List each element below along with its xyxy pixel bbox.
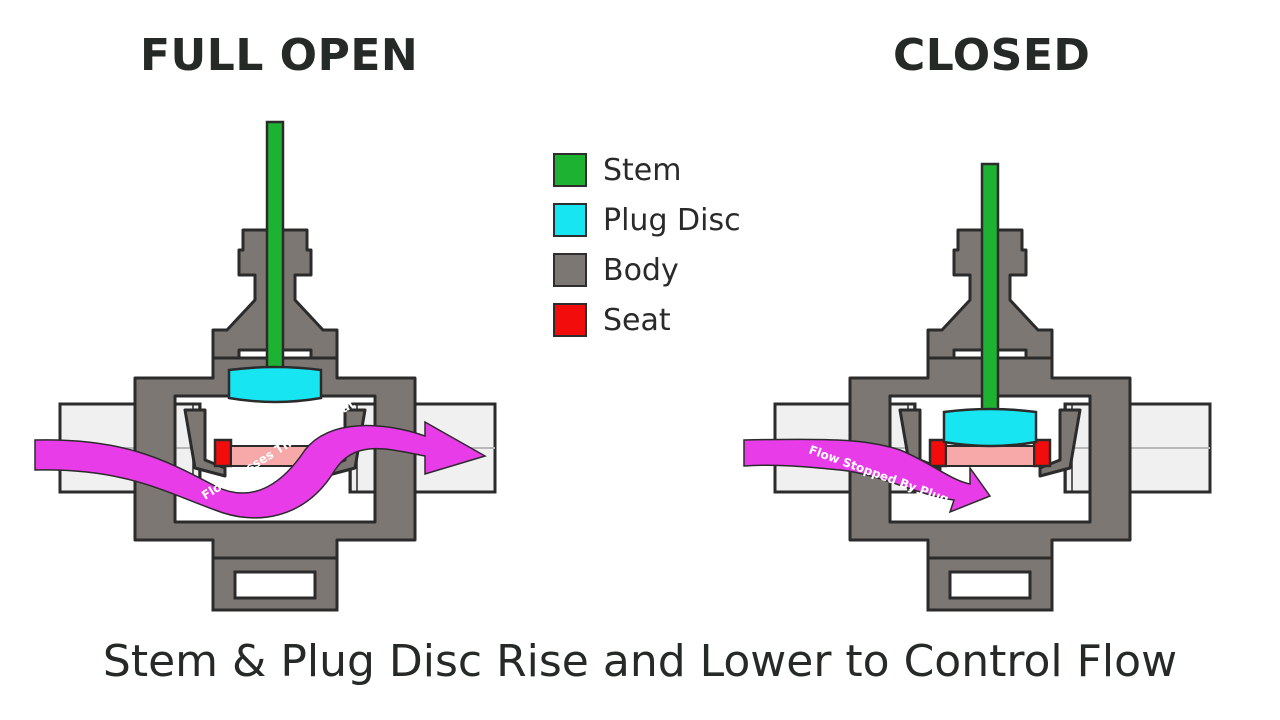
flow-arrow-closed — [743, 438, 992, 514]
legend-item-plug-disc: Plug Disc — [553, 195, 741, 245]
flow-arrow-open — [34, 420, 487, 519]
legend-swatch-seat — [553, 303, 587, 337]
plug-disc-open — [227, 365, 323, 404]
legend-swatch-stem — [553, 153, 587, 187]
stem-closed — [980, 162, 1000, 424]
valve-full-open — [34, 120, 497, 612]
legend-item-body: Body — [553, 245, 741, 295]
stem-open — [265, 120, 285, 382]
plug-disc-closed — [942, 407, 1038, 448]
title-full-open: FULL OPEN — [140, 30, 419, 81]
legend-label-seat: Seat — [603, 302, 671, 338]
legend: Stem Plug Disc Body Seat — [553, 145, 741, 345]
legend-item-seat: Seat — [553, 295, 741, 345]
legend-label-plug-disc: Plug Disc — [603, 202, 741, 238]
valve-closed — [743, 162, 1212, 612]
title-closed: CLOSED — [893, 30, 1091, 81]
caption: Stem & Plug Disc Rise and Lower to Contr… — [102, 636, 1178, 687]
legend-label-body: Body — [603, 252, 679, 288]
legend-item-stem: Stem — [553, 145, 741, 195]
legend-swatch-plug-disc — [553, 203, 587, 237]
legend-swatch-body — [553, 253, 587, 287]
legend-label-stem: Stem — [603, 152, 682, 188]
